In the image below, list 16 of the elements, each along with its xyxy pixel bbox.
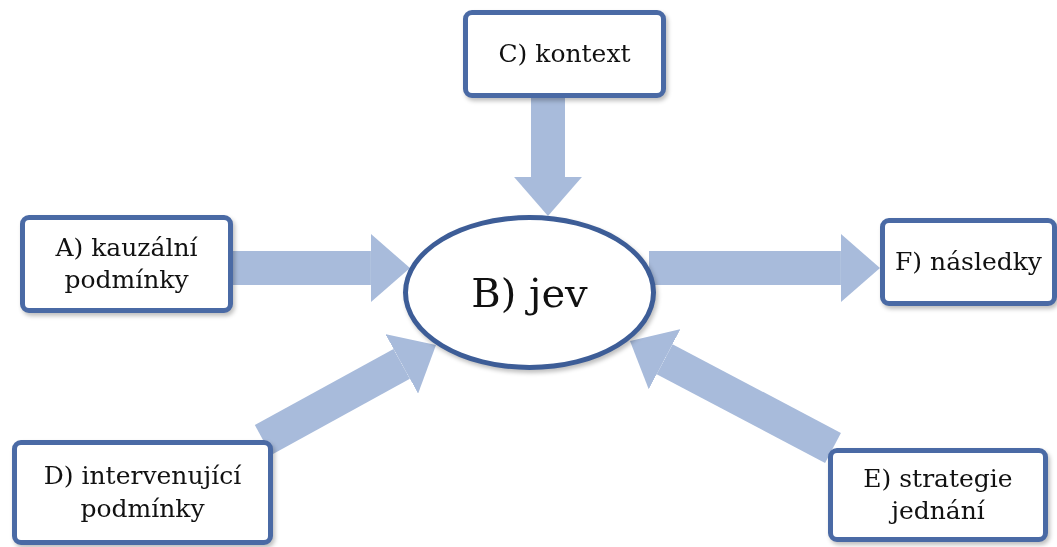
text-box xyxy=(828,448,1048,542)
node-label: E) strategie jednání xyxy=(862,462,1014,527)
node-label: B) jev xyxy=(471,268,588,318)
block-arrow xyxy=(649,234,880,302)
block-arrow xyxy=(233,234,410,302)
block-arrow xyxy=(514,98,582,216)
block-arrow xyxy=(630,329,841,464)
block-arrow xyxy=(254,334,436,455)
node-label: A) kauzální podmínky xyxy=(54,231,199,296)
node-label: F) následky xyxy=(895,245,1042,278)
node-label: D) intervenující podmínky xyxy=(42,460,243,525)
text-box xyxy=(20,215,233,313)
text-box xyxy=(880,218,1057,306)
node-label: C) kontext xyxy=(498,37,631,70)
text-box xyxy=(463,10,666,98)
text-box xyxy=(12,440,273,545)
